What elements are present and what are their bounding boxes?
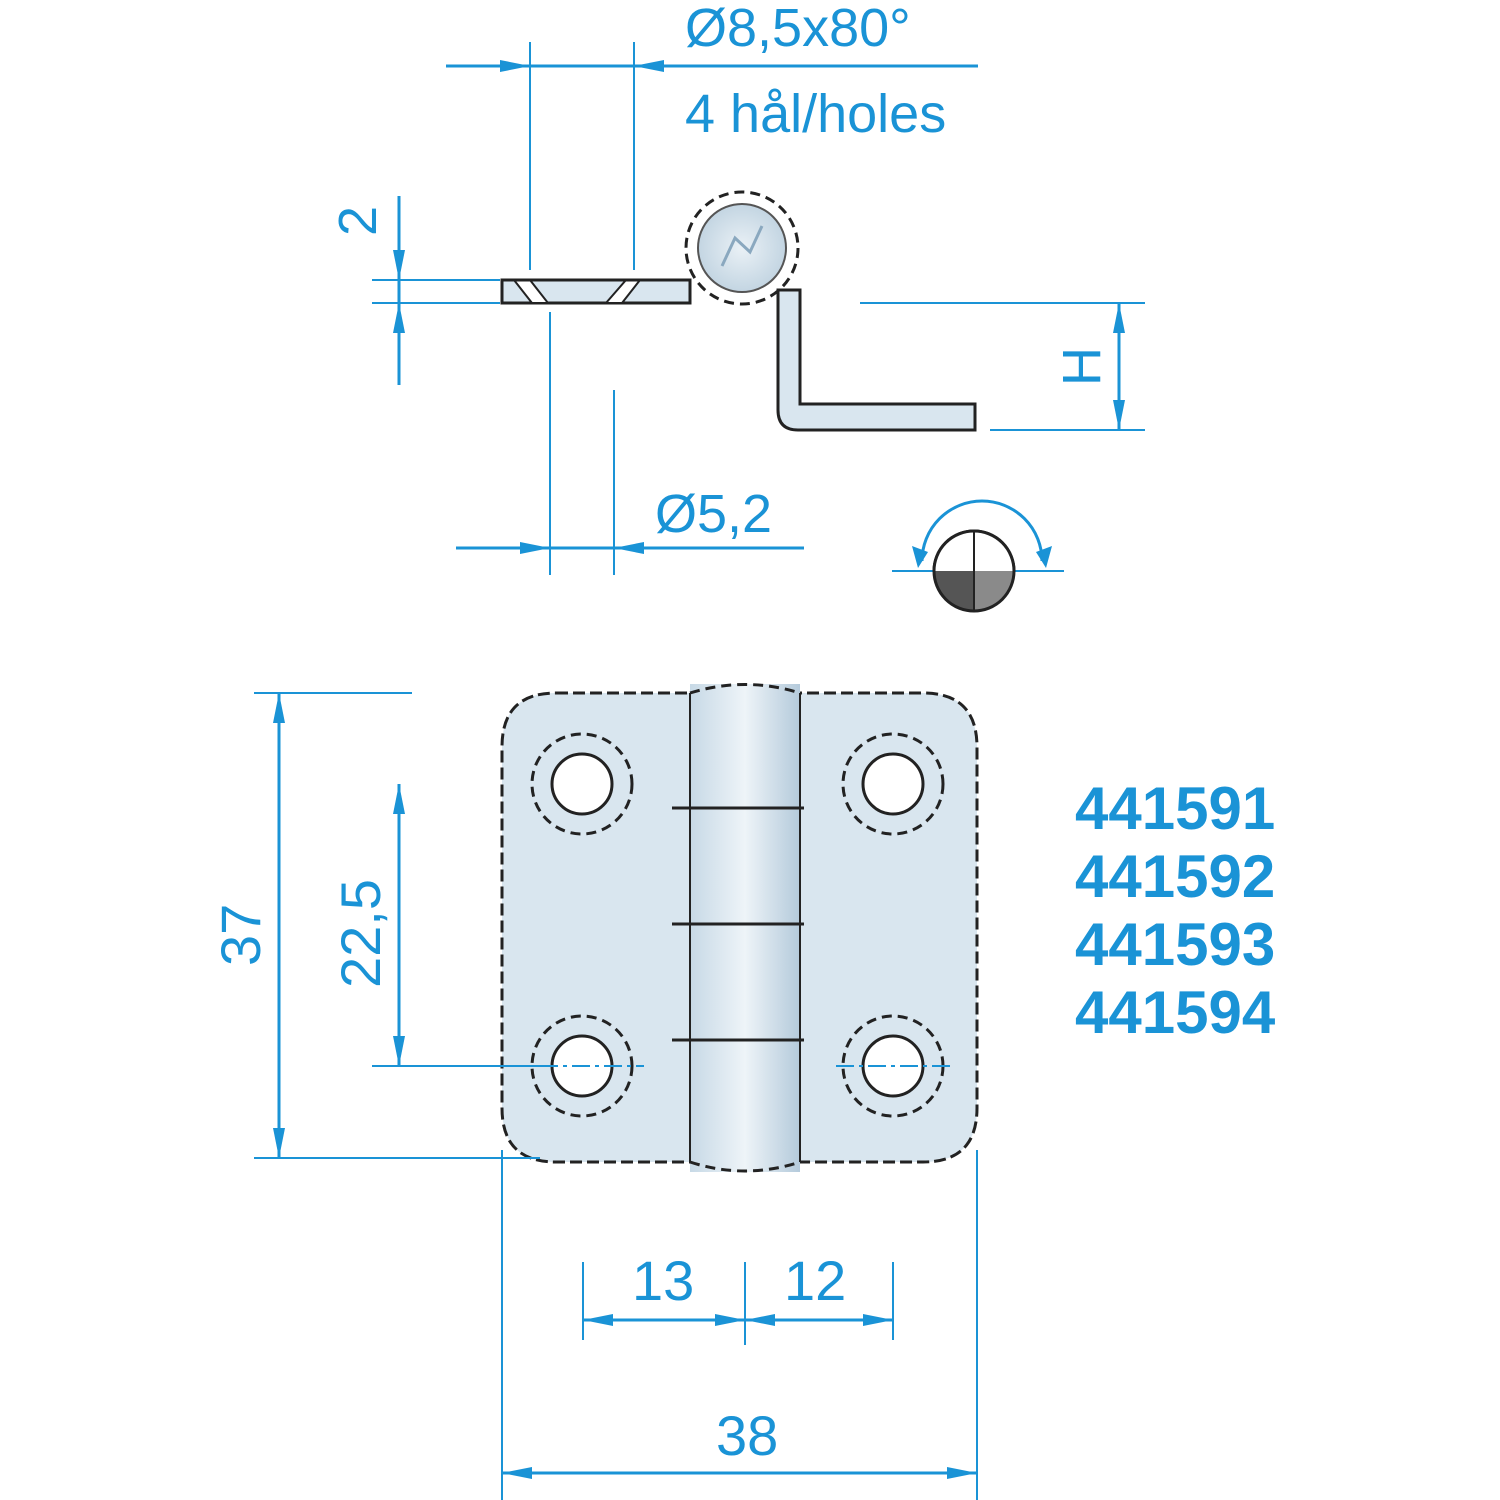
- front-view-right-leaf: [788, 691, 979, 1164]
- side-view: Ø8,5x80° 4 hål/holes 2 H Ø5,2: [328, 0, 1145, 575]
- side-view-knuckle: [684, 190, 800, 306]
- part-number: 441591: [1075, 775, 1275, 842]
- offset-left-label: 13: [632, 1249, 694, 1312]
- front-view-barrel: [690, 684, 800, 1172]
- overall-width-arrow-right: [947, 1467, 977, 1479]
- hole-pitch-label: 22,5: [329, 879, 392, 988]
- first-angle-projection-icon: [892, 499, 1064, 613]
- front-view-barrel-outline: [689, 683, 801, 1173]
- hole-top-right: [841, 732, 945, 836]
- side-view-bent-leaf: [776, 288, 977, 432]
- hole-pitch-arrow-bottom: [393, 1036, 405, 1066]
- countersink-spec-label: Ø8,5x80°: [685, 0, 911, 58]
- offset-arrow-3: [745, 1314, 775, 1326]
- thickness-label: 2: [328, 206, 388, 236]
- side-view-pin-mark: [720, 225, 764, 267]
- part-number: 441594: [1075, 979, 1276, 1046]
- height-arrow-top: [1113, 303, 1125, 333]
- offset-right-label: 12: [784, 1249, 846, 1312]
- part-number-list: 441591 441592 441593 441594: [1075, 775, 1276, 1046]
- overall-height-arrow-bottom: [273, 1128, 285, 1158]
- overall-width-arrow-left: [502, 1467, 532, 1479]
- part-number: 441593: [1075, 911, 1275, 978]
- front-view: 37 22,5 13 12 38: [209, 683, 979, 1500]
- hole-count-label: 4 hål/holes: [685, 84, 946, 144]
- hole-diameter-label: Ø5,2: [655, 484, 772, 544]
- height-arrow-bottom: [1113, 400, 1125, 430]
- offset-arrow-4: [863, 1314, 893, 1326]
- front-view-left-leaf: [500, 691, 702, 1164]
- overall-height-label: 37: [209, 904, 272, 966]
- hole-arrow-right: [614, 542, 644, 554]
- offset-arrow-2: [715, 1314, 745, 1326]
- part-number: 441592: [1075, 843, 1275, 910]
- thickness-arrow-top: [393, 250, 405, 280]
- hole-top-left: [530, 732, 634, 836]
- height-label: H: [1052, 347, 1112, 386]
- offset-arrow-1: [583, 1314, 613, 1326]
- countersink-arrow-left: [500, 60, 530, 72]
- overall-width-label: 38: [716, 1404, 778, 1467]
- countersink-arrow-right: [634, 60, 664, 72]
- side-view-pin: [697, 203, 787, 293]
- hole-pitch-arrow-top: [393, 784, 405, 814]
- thickness-arrow-bottom: [393, 303, 405, 333]
- overall-height-arrow-top: [273, 693, 285, 723]
- hole-arrow-left: [520, 542, 550, 554]
